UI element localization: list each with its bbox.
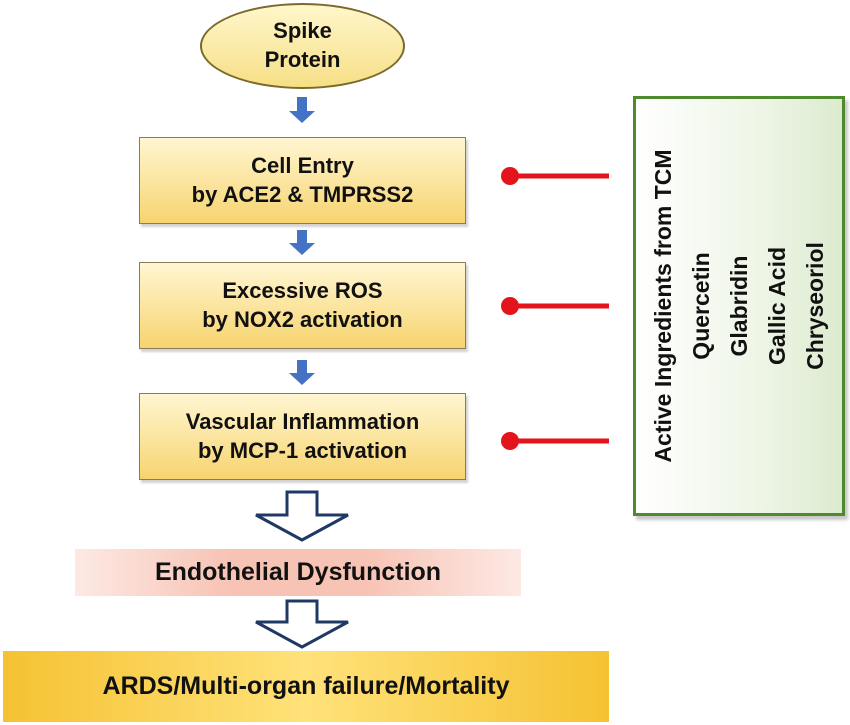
- excessive-ros-line-2: by NOX2 activation: [202, 306, 403, 332]
- spike-protein-line-2: Protein: [264, 47, 341, 72]
- outcome-node: ARDS/Multi-organ failure/Mortality: [3, 651, 609, 722]
- block-arrow-to-endothelial: [255, 490, 349, 542]
- endothelial-dysfunction-node: Endothelial Dysfunction: [75, 549, 521, 596]
- inhibitor-head-ros: [501, 297, 519, 315]
- endothelial-dysfunction-label: Endothelial Dysfunction: [154, 558, 442, 587]
- flow-arrow-entry-to-ros: [289, 230, 315, 255]
- vascular-inflammation-line-1: Vascular Inflammation: [185, 408, 420, 434]
- tcm-ingredient-quercetin: Quercetin: [688, 252, 714, 360]
- inhibitor-head-cell-entry: [501, 167, 519, 185]
- cell-entry-node: Cell Entry by ACE2 & TMPRSS2: [139, 137, 466, 224]
- spike-protein-node: Spike Protein: [200, 3, 405, 89]
- flow-arrow-ros-to-inflammation: [289, 360, 315, 385]
- block-arrow-to-outcome: [255, 599, 349, 649]
- tcm-ingredient-gallic-acid: Gallic Acid: [764, 246, 790, 366]
- tcm-ingredient-chryseoriol: Chryseoriol: [802, 242, 828, 370]
- tcm-ingredient-glabridin: Glabridin: [726, 255, 752, 357]
- spike-protein-line-1: Spike: [273, 18, 332, 44]
- excessive-ros-node: Excessive ROS by NOX2 activation: [139, 262, 466, 349]
- flow-arrow-spike-to-entry: [289, 97, 315, 123]
- excessive-ros-line-1: Excessive ROS: [222, 277, 383, 303]
- outcome-label: ARDS/Multi-organ failure/Mortality: [102, 672, 510, 701]
- tcm-ingredients-text: Active Ingredients from TCM Quercetin Gl…: [644, 106, 834, 506]
- vascular-inflammation-node: Vascular Inflammation by MCP-1 activatio…: [139, 393, 466, 480]
- cell-entry-line-1: Cell Entry: [251, 152, 354, 178]
- tcm-ingredients-panel: Active Ingredients from TCM Quercetin Gl…: [633, 96, 845, 516]
- vascular-inflammation-line-2: by MCP-1 activation: [197, 437, 408, 463]
- inhibitor-head-inflammation: [501, 432, 519, 450]
- cell-entry-line-2: by ACE2 & TMPRSS2: [191, 181, 414, 207]
- tcm-panel-title: Active Ingredients from TCM: [650, 149, 676, 463]
